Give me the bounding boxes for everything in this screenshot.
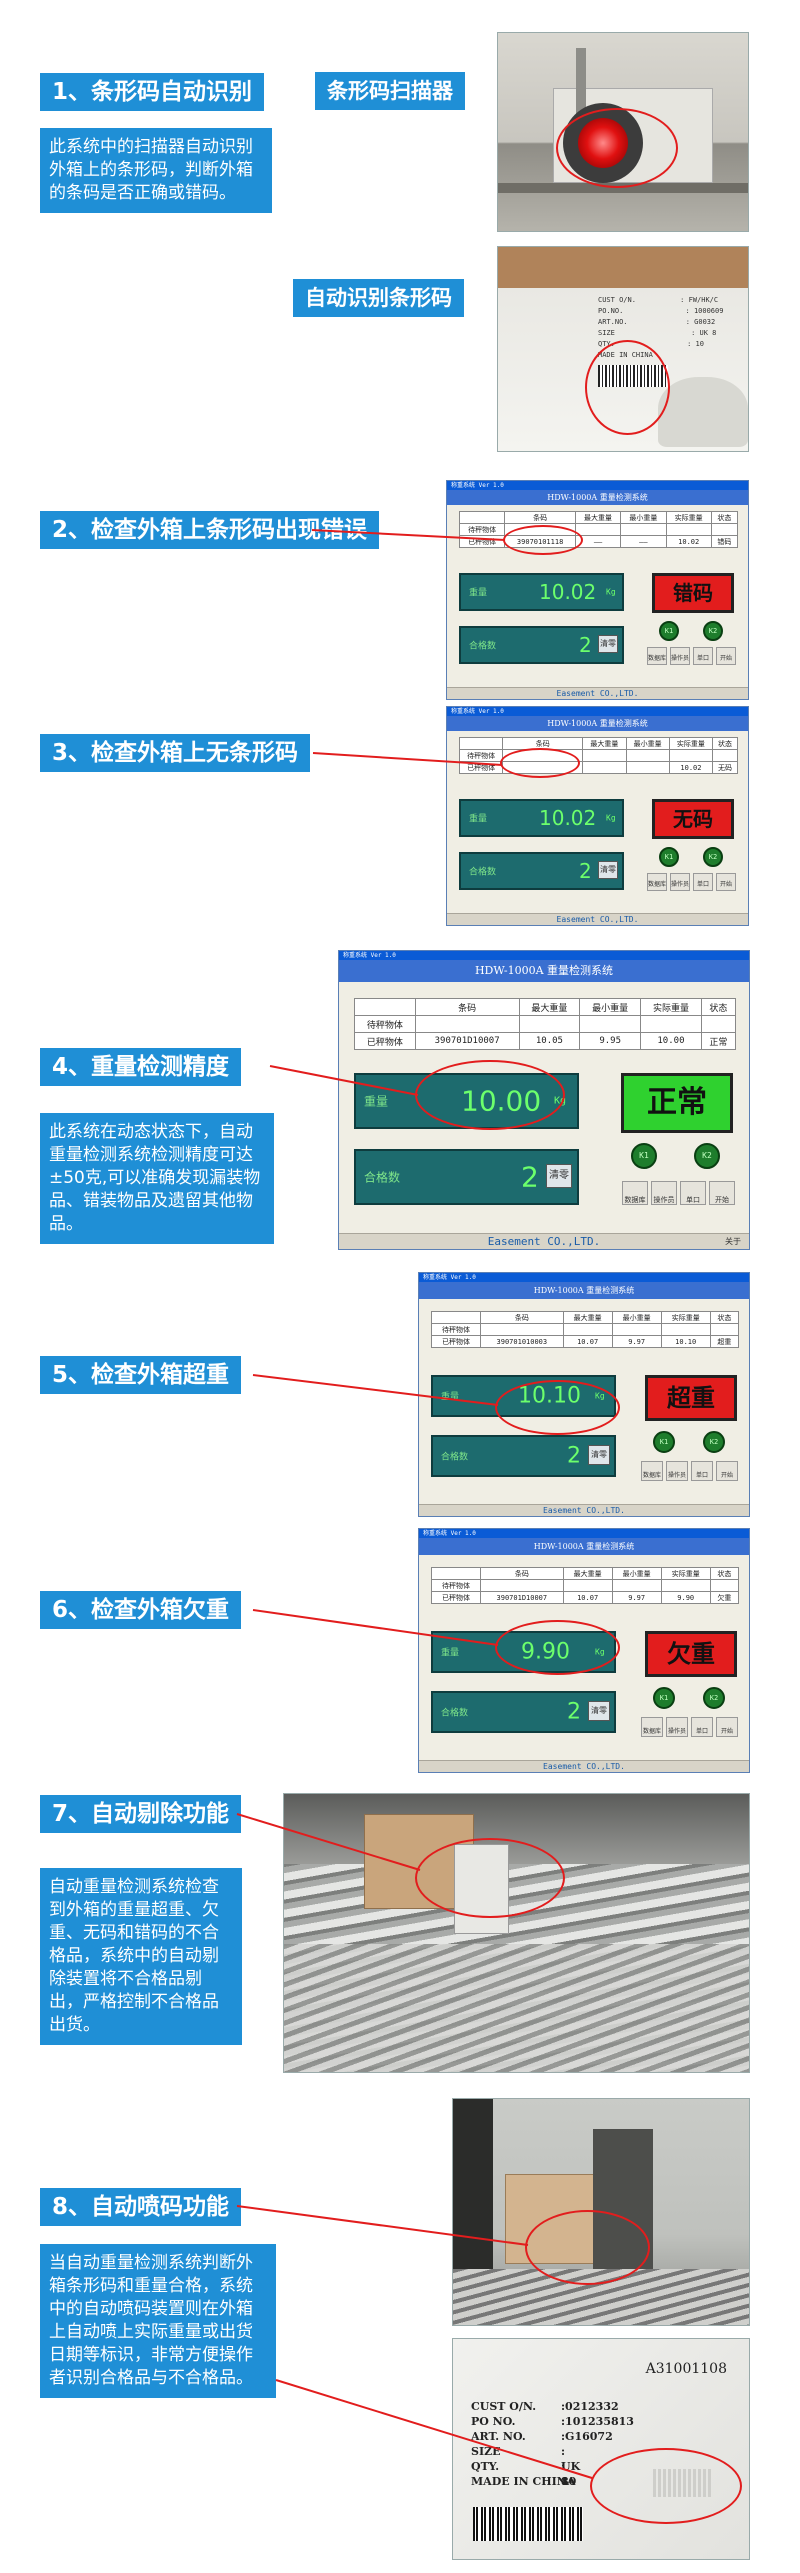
- tool-start[interactable]: 开始: [716, 647, 736, 665]
- tool-start[interactable]: 开始: [716, 1717, 738, 1737]
- section-6-title: 6、检查外箱欠重: [40, 1591, 242, 1629]
- software-window-underweight: 称重系统 Ver 1.0 HDW-1000A 重量检测系统 条码最大重量最小重量…: [418, 1528, 750, 1773]
- clear-button[interactable]: 清零: [588, 1701, 610, 1721]
- tool-port[interactable]: 单口: [693, 873, 713, 891]
- section-7-description: 自动重量检测系统检查到外箱的重量超重、欠重、无码和错码的不合格品，系统中的自动剔…: [40, 1868, 242, 2045]
- k1-indicator: K1: [653, 1431, 675, 1453]
- section-4-description: 此系统在动态状态下，自动重量检测系统检测精度可达±50克,可以准确发现漏装物品、…: [40, 1113, 274, 1244]
- tool-database[interactable]: 数据库: [641, 1717, 663, 1737]
- k2-indicator: K2: [703, 1687, 725, 1709]
- highlight-barcode: [585, 340, 670, 435]
- company-footer: Easement CO.,LTD.: [419, 1504, 749, 1516]
- tool-port[interactable]: 单口: [691, 1461, 713, 1481]
- pass-count-display: 合格数 2: [459, 626, 624, 664]
- reject-conveyor-photo: [283, 1793, 750, 2073]
- highlight-weight-over: [495, 1380, 620, 1435]
- weight-display: 重量 10.02 Kg: [459, 799, 624, 837]
- clear-button[interactable]: 清零: [546, 1164, 572, 1188]
- k2-indicator: K2: [694, 1143, 720, 1169]
- highlight-no-barcode: [500, 748, 580, 778]
- auto-recognize-tag: 自动识别条形码: [293, 279, 464, 317]
- clear-button[interactable]: 清零: [598, 861, 618, 879]
- status-indicator: 正常: [621, 1073, 733, 1133]
- k2-indicator: K2: [703, 847, 723, 867]
- pass-count-display: 合格数 2: [431, 1435, 616, 1477]
- status-indicator: 超重: [645, 1375, 737, 1421]
- status-indicator: 错码: [652, 573, 734, 613]
- section-7-title: 7、自动剔除功能: [40, 1795, 242, 1833]
- tool-port[interactable]: 单口: [693, 647, 713, 665]
- app-title: HDW-1000A 重量检测系统: [447, 490, 748, 505]
- tool-port[interactable]: 单口: [680, 1181, 706, 1205]
- tool-database[interactable]: 数据库: [647, 647, 667, 665]
- tool-start[interactable]: 开始: [716, 873, 736, 891]
- company-footer: Easement CO.,LTD.: [447, 913, 748, 925]
- app-title: HDW-1000A 重量检测系统: [339, 960, 749, 982]
- tool-operator[interactable]: 操作员: [670, 873, 690, 891]
- weight-display: 重量 10.02 Kg: [459, 573, 624, 611]
- company-footer: Easement CO.,LTD.: [419, 1760, 749, 1772]
- section-1-title: 1、条形码自动识别: [40, 73, 265, 111]
- tool-start[interactable]: 开始: [709, 1181, 735, 1205]
- status-indicator: 欠重: [645, 1631, 737, 1677]
- pass-count-display: 合格数 2: [459, 852, 624, 890]
- k1-indicator: K1: [631, 1143, 657, 1169]
- app-title: HDW-1000A 重量检测系统: [447, 716, 748, 731]
- app-title: HDW-1000A 重量检测系统: [419, 1538, 749, 1555]
- tool-operator[interactable]: 操作员: [666, 1461, 688, 1481]
- highlight-reject-device: [415, 1838, 565, 1918]
- app-title: HDW-1000A 重量检测系统: [419, 1282, 749, 1299]
- tool-start[interactable]: 开始: [716, 1461, 738, 1481]
- k1-indicator: K1: [659, 847, 679, 867]
- clear-button[interactable]: 清零: [588, 1445, 610, 1465]
- company-footer: Easement CO.,LTD.: [447, 687, 748, 699]
- section-3-title: 3、检查外箱上无条形码: [40, 734, 311, 772]
- section-5-title: 5、检查外箱超重: [40, 1356, 242, 1394]
- tool-database[interactable]: 数据库: [647, 873, 667, 891]
- k2-indicator: K2: [703, 1431, 725, 1453]
- section-8-description: 当自动重量检测系统判断外箱条形码和重量合格，系统中的自动喷码装置则在外箱上自动喷…: [40, 2244, 276, 2398]
- status-indicator: 无码: [652, 799, 734, 839]
- tool-database[interactable]: 数据库: [641, 1461, 663, 1481]
- tool-operator[interactable]: 操作员: [670, 647, 690, 665]
- barcode-icon: [473, 2507, 583, 2541]
- clear-button[interactable]: 清零: [598, 635, 618, 653]
- tool-port[interactable]: 单口: [691, 1717, 713, 1737]
- section-8-title: 8、自动喷码功能: [40, 2188, 242, 2226]
- highlight-print-mark: [590, 2448, 742, 2524]
- section-1-description: 此系统中的扫描器自动识别外箱上的条形码，判断外箱的条码是否正确或错码。: [40, 128, 272, 213]
- about-link[interactable]: 关于: [725, 1237, 741, 1246]
- k2-indicator: K2: [703, 621, 723, 641]
- company-footer: Easement CO.,LTD.: [339, 1233, 749, 1249]
- software-window-no-barcode: 称重系统 Ver 1.0 HDW-1000A 重量检测系统 条码最大重量最小重量…: [446, 706, 749, 926]
- pass-count-display: 合格数 2: [354, 1149, 579, 1205]
- tool-operator[interactable]: 操作员: [666, 1717, 688, 1737]
- k1-indicator: K1: [659, 621, 679, 641]
- scanner-tag: 条形码扫描器: [315, 72, 465, 110]
- inkjet-coder-photo: [452, 2098, 750, 2326]
- k1-indicator: K1: [653, 1687, 675, 1709]
- section-4-title: 4、重量检测精度: [40, 1048, 242, 1086]
- highlight-inkjet-head: [525, 2210, 650, 2285]
- software-window-barcode-error: 称重系统 Ver 1.0 HDW-1000A 重量检测系统 条码最大重量最小重量…: [446, 480, 749, 700]
- tool-database[interactable]: 数据库: [622, 1181, 648, 1205]
- highlight-weight-under: [495, 1620, 620, 1675]
- pass-count-display: 合格数 2: [431, 1691, 616, 1733]
- tool-operator[interactable]: 操作员: [651, 1181, 677, 1205]
- highlight-scanner: [556, 108, 678, 188]
